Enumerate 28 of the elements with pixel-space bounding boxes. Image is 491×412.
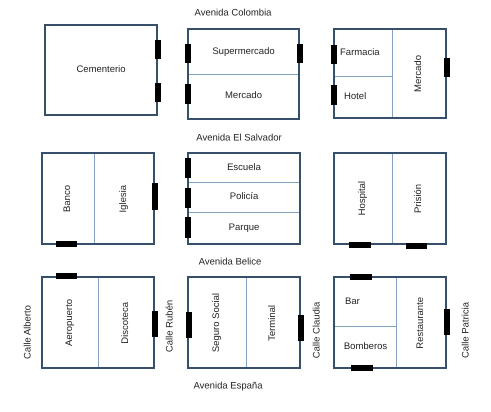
place-label: Policía xyxy=(230,192,258,203)
street-name: Calle Patricia xyxy=(461,302,471,358)
place-label: Hotel xyxy=(344,92,366,102)
place-label: Parque xyxy=(228,222,260,234)
street-name: Calle Claudia xyxy=(312,302,322,358)
street-name: Avenida Belice xyxy=(198,257,262,267)
street-name: Avenida España xyxy=(193,381,263,391)
place-label: Mercado xyxy=(414,55,424,92)
place-label: Hospital xyxy=(358,181,369,216)
street-name: Avenida Colombia xyxy=(194,8,272,18)
place-label: Bomberos xyxy=(344,342,388,352)
place-label: Farmacia xyxy=(340,48,380,58)
place-label: Iglesia xyxy=(118,184,130,212)
place-label: Terminal xyxy=(268,304,278,340)
place-label: Banco xyxy=(63,185,74,212)
place-label: Supermercado xyxy=(212,46,275,58)
place-label: Escuela xyxy=(227,162,261,174)
place-label: Bar xyxy=(345,296,360,308)
place-label: Prisión xyxy=(414,184,424,214)
place-label: Mercado xyxy=(225,91,262,102)
street-name: Calle Alberto xyxy=(23,305,33,359)
place-label: Aeropuerto xyxy=(65,298,76,346)
place-label: Restaurante xyxy=(416,296,426,348)
street-name: Avenida El Salvador xyxy=(196,133,282,143)
street-name: Calle Rubén xyxy=(165,300,175,352)
place-label: Seguro Social xyxy=(212,292,223,352)
place-label: Discoteca xyxy=(120,302,132,344)
place-label: Cementerio xyxy=(76,64,126,76)
